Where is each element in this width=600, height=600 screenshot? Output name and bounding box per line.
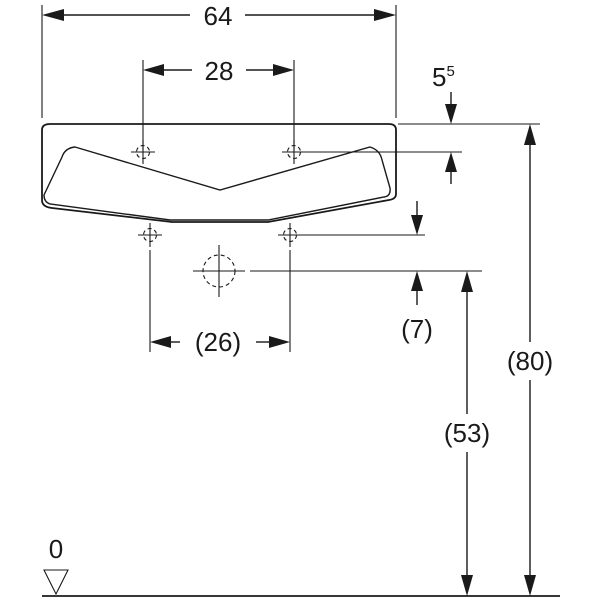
washbasin-outline — [41, 123, 397, 223]
tap-hole-right-icon — [281, 139, 307, 165]
drain-height-dimension: (53) — [444, 271, 490, 596]
floor-level-marker: 0 — [42, 534, 560, 597]
tap-spacing-label: 28 — [205, 56, 234, 86]
fixing-hole-left-icon — [137, 222, 163, 248]
drain-outlet-icon — [193, 245, 245, 297]
arrow-left-icon — [150, 336, 171, 348]
width-total-label: 64 — [204, 1, 233, 31]
bottom-hole-spacing-dimension: (26) — [149, 250, 291, 357]
arrow-down-icon — [461, 575, 473, 596]
total-height-label: (80) — [507, 346, 553, 376]
drain-offset-dimension: (7) — [401, 201, 433, 344]
arrow-right-icon — [269, 336, 290, 348]
width-dimension: 64 — [41, 1, 397, 118]
top-offset-label: 55 — [432, 62, 455, 92]
fixing-hole-right-icon — [277, 222, 303, 248]
arrow-down-icon — [445, 104, 457, 124]
top-offset-base: 5 — [432, 62, 446, 92]
arrow-down-icon — [411, 215, 423, 235]
arrow-right-icon — [273, 64, 294, 76]
level-triangle-icon — [43, 569, 69, 596]
total-height-dimension: (80) — [507, 124, 553, 596]
arrow-up-icon — [445, 152, 457, 172]
arrow-up-icon — [411, 271, 423, 291]
tap-hole-left-icon — [130, 139, 156, 165]
bottom-hole-spacing-label: (26) — [195, 327, 241, 357]
arrow-up-icon — [461, 271, 473, 292]
arrow-down-icon — [524, 575, 536, 596]
arrow-up-icon — [524, 124, 536, 145]
drain-height-label: (53) — [444, 418, 490, 448]
arrow-left-icon — [143, 64, 164, 76]
drain-offset-label: (7) — [401, 314, 433, 344]
floor-level-label: 0 — [49, 534, 63, 564]
arrow-left-icon — [42, 9, 64, 21]
tap-spacing-dimension: 28 — [142, 56, 295, 150]
top-offset-dimension: 55 — [303, 62, 540, 184]
arrow-right-icon — [374, 9, 396, 21]
top-offset-superscript: 5 — [446, 63, 454, 80]
